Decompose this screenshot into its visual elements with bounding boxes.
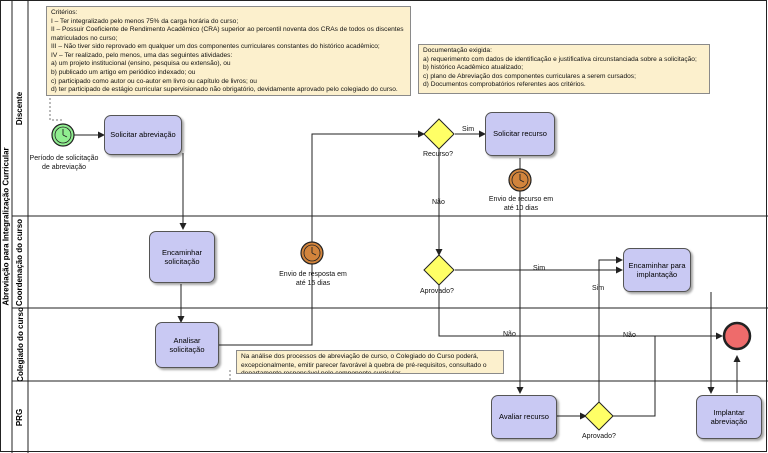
start-event-label: Período de solicitação de abreviação bbox=[29, 155, 99, 172]
note-criterios: Critérios: I – Ter integralizado pelo me… bbox=[46, 6, 411, 96]
lane-coordenacao: Coordenação do curso bbox=[12, 216, 28, 308]
flow-label-sim-aprovado: Sim bbox=[533, 265, 546, 272]
flow-label-sim-prg: Sim bbox=[592, 285, 605, 292]
lane-label: Coordenação do curso bbox=[15, 218, 25, 306]
task-label: Solicitar abreviação bbox=[110, 130, 176, 140]
note-documentacao: Documentação exigida: a) requerimento co… bbox=[418, 44, 710, 94]
note-colegiado: Na análise dos processos de abreviação d… bbox=[236, 350, 504, 374]
lane-label: PRG bbox=[15, 408, 25, 426]
task-encaminhar-implantacao[interactable]: Encaminhar para implantação bbox=[623, 248, 691, 292]
task-label: Encaminhar para implantação bbox=[628, 260, 686, 279]
task-avaliar-recurso[interactable]: Avaliar recurso bbox=[491, 395, 557, 439]
flow-label-nao-prg: Não bbox=[623, 332, 636, 339]
flow-label-nao-recurso: Não bbox=[432, 199, 445, 206]
lane-colegiado: Colegiado do curso bbox=[12, 307, 28, 382]
lane-discente: Discente bbox=[12, 0, 28, 216]
timer-recurso-label: Envio de recurso em até 10 dias bbox=[488, 196, 554, 213]
task-label: Implantar abreviação bbox=[710, 407, 748, 426]
task-label: Encaminhar solicitação bbox=[161, 247, 203, 266]
flow-label-nao-aprovado: Não bbox=[503, 331, 516, 338]
gateway-recurso-label: Recurso? bbox=[423, 151, 453, 158]
lane-prg: PRG bbox=[12, 381, 28, 453]
pool-title: Abreviação para Integralização Curricula… bbox=[1, 147, 11, 306]
timer-resposta-label: Envio de resposta em até 15 dias bbox=[279, 271, 347, 288]
task-encaminhar-solicitacao[interactable]: Encaminhar solicitação bbox=[149, 231, 215, 283]
task-analisar-solicitacao[interactable]: Analisar solicitação bbox=[155, 322, 219, 368]
lane-label: Discente bbox=[15, 91, 25, 125]
gateway-aprovado-label: Aprovado? bbox=[420, 288, 454, 295]
task-solicitar-recurso[interactable]: Solicitar recurso bbox=[485, 112, 555, 156]
task-solicitar-abreviacao[interactable]: Solicitar abreviação bbox=[104, 115, 182, 155]
task-label: Analisar solicitação bbox=[169, 335, 205, 354]
gateway-aprovado-prg-label: Aprovado? bbox=[582, 433, 616, 440]
lane-label: Colegiado do curso bbox=[15, 307, 25, 382]
task-label: Solicitar recurso bbox=[493, 129, 547, 139]
task-implantar-abreviacao[interactable]: Implantar abreviação bbox=[696, 395, 762, 439]
flow-label-sim-recurso: Sim bbox=[462, 126, 475, 133]
task-label: Avaliar recurso bbox=[499, 412, 549, 422]
